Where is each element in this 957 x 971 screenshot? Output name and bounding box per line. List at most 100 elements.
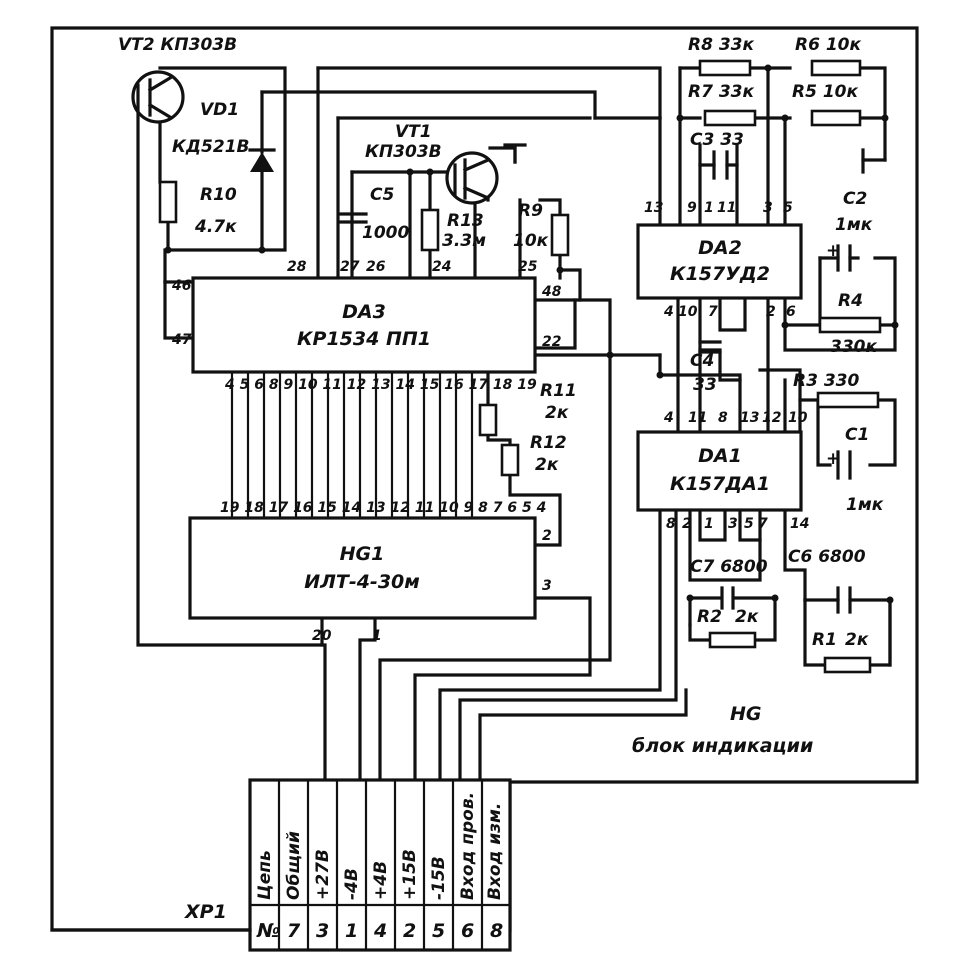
da2-pin-bottom-2: 7 (708, 304, 718, 320)
r2-value: 2к (735, 607, 759, 627)
xp1-pin-label-4: +4В (371, 861, 391, 900)
da2-pin-top-4: 3 (763, 200, 773, 216)
xp1-pin-label-3: -4В (342, 868, 362, 900)
da1-pin-top-4: 12 (762, 410, 781, 426)
hg1-pins-top: 19 18 17 16 15 14 13 12 11 10 9 8 7 6 5 … (220, 500, 546, 516)
r4-ref: R4 (838, 291, 863, 311)
resistor-r5: R5 10к (792, 82, 862, 127)
da1-pin-top-0: 4 (663, 410, 674, 426)
hg1-pin-3: 3 (542, 578, 552, 594)
ic-da3: DA3 КР1534 ПП1 46 47 28 27 26 24 25 48 2… (171, 259, 562, 393)
xp1-pin-num-1: 7 (287, 920, 301, 942)
xp1-pin-label-1: Общий (284, 831, 304, 900)
da3-part: КР1534 ПП1 (297, 328, 431, 350)
da3-pin-47: 47 (171, 332, 192, 348)
xp1-pin-num-0: № (256, 920, 280, 942)
svg-text:+: + (826, 241, 840, 261)
hg1-pin-1: 1 (372, 628, 382, 644)
xp1-pin-label-6: -15В (429, 856, 449, 900)
r11-ref: R11 (540, 381, 577, 401)
data-bus (230, 372, 474, 518)
r13-value: 3.3м (442, 231, 486, 251)
r12-value: 2к (535, 455, 559, 475)
resistor-r1: R1 2к (812, 630, 872, 674)
connector-xp1: Цепь Общий +27В -4В +4В +15В -15В Вход п… (50, 778, 512, 952)
capacitor-c5: C5 1000 (338, 185, 409, 243)
da3-pin-top-4: 25 (518, 259, 538, 275)
unit-caption: блок индикации (632, 735, 813, 757)
da1-pin-top-2: 8 (718, 410, 728, 426)
r7-label: R7 33к (688, 82, 754, 102)
da3-pin-top-2: 26 (366, 259, 386, 275)
xp1-ref: XP1 (184, 901, 227, 923)
ground-symbol (503, 143, 527, 164)
da1-pin-bottom-0: 8 (666, 516, 676, 532)
xp1-pin-label-7: Вход пров. (458, 792, 478, 900)
da1-pin-bottom-5: 7 (758, 516, 768, 532)
capacitor-c2: C2 1мк + (826, 189, 873, 272)
xp1-pin-num-5: 2 (403, 920, 416, 942)
r11-value: 2к (545, 403, 569, 423)
xp1-pin-num-7: 6 (461, 920, 474, 942)
transistor-vt2: VT2 КП303В (118, 35, 237, 124)
r9-value: 10к (513, 231, 549, 251)
xp1-pin-label-5: +15В (400, 849, 420, 900)
r12-ref: R12 (530, 433, 567, 453)
xp1-pin-num-2: 3 (316, 920, 329, 942)
diode-vd1: VD1 КД521В (172, 100, 276, 172)
hg1-ref: HG1 (340, 543, 385, 565)
r1-ref: R1 (812, 630, 837, 650)
xp1-pin-num-6: 5 (432, 920, 445, 942)
resistor-r7: R7 33к (688, 82, 757, 127)
r8-label: R8 33к (688, 35, 754, 55)
da3-pins-bottom: 4 5 6 8 9 10 11 12 13 14 15 16 17 18 19 (224, 377, 537, 393)
capacitor-c6: C6 6800 (788, 547, 866, 614)
xp1-pin-num-4: 4 (373, 920, 387, 942)
xp1-pin-num-8: 8 (490, 920, 503, 942)
ic-da1: DA1 К157ДА1 4 11 8 13 12 10 8 2 1 3 5 7 … (636, 410, 809, 532)
r3-label: R3 330 (793, 371, 859, 391)
r5-label: R5 10к (792, 82, 858, 102)
c3-label: C3 33 (690, 130, 744, 150)
r2-ref: R2 (697, 607, 722, 627)
resistor-r2: R2 2к (697, 607, 759, 649)
hg1-pin-2: 2 (542, 528, 552, 544)
da2-ref: DA2 (698, 237, 742, 259)
da3-pin-top-0: 28 (287, 259, 307, 275)
xp1-pin-label-0: Цепь (255, 850, 275, 900)
vt2-label: VT2 КП303В (118, 35, 237, 55)
da1-pin-bottom-1: 2 (682, 516, 692, 532)
da3-pin-46: 46 (171, 278, 192, 294)
capacitor-c4: C4 33 (690, 340, 722, 395)
da2-pin-bottom-4: 6 (786, 304, 796, 320)
da1-pin-top-3: 13 (740, 410, 759, 426)
resistor-r4: R4 330к (818, 291, 882, 357)
resistor-r3: R3 330 (793, 371, 880, 409)
r10-value: 4.7к (194, 217, 237, 237)
da1-ref: DA1 (698, 445, 742, 467)
c5-ref: C5 (370, 185, 394, 205)
xp1-pin-label-2: +27В (313, 849, 333, 900)
da1-pin-top-1: 11 (688, 410, 707, 426)
c4-ref: C4 (690, 351, 714, 371)
da2-part: К157УД2 (670, 263, 770, 285)
da2-pin-bottom-3: 2 (766, 304, 776, 320)
r13-ref: R13 (447, 211, 484, 231)
resistor-r9: R9 10к (513, 201, 570, 257)
c1-value: 1мк (846, 495, 884, 515)
transistor-vt1: VT1 КП303В (365, 122, 499, 205)
c6-label: C6 6800 (788, 547, 866, 567)
da1-pin-bottom-4: 5 (744, 516, 754, 532)
vd1-part: КД521В (172, 137, 249, 157)
c2-ref: C2 (843, 189, 867, 209)
da2-pin-top-0: 13 (644, 200, 663, 216)
da3-ref: DA3 (342, 301, 386, 323)
hg1-part: ИЛТ-4-30м (304, 571, 420, 593)
svg-text:+: + (826, 449, 840, 469)
vt1-part: КП303В (365, 142, 442, 162)
r10-ref: R10 (200, 185, 237, 205)
vd1-ref: VD1 (200, 100, 239, 120)
da2-pin-bottom-1: 10 (678, 304, 698, 320)
resistor-r12: R12 2к (500, 433, 567, 477)
da3-pin-22: 22 (542, 334, 561, 350)
